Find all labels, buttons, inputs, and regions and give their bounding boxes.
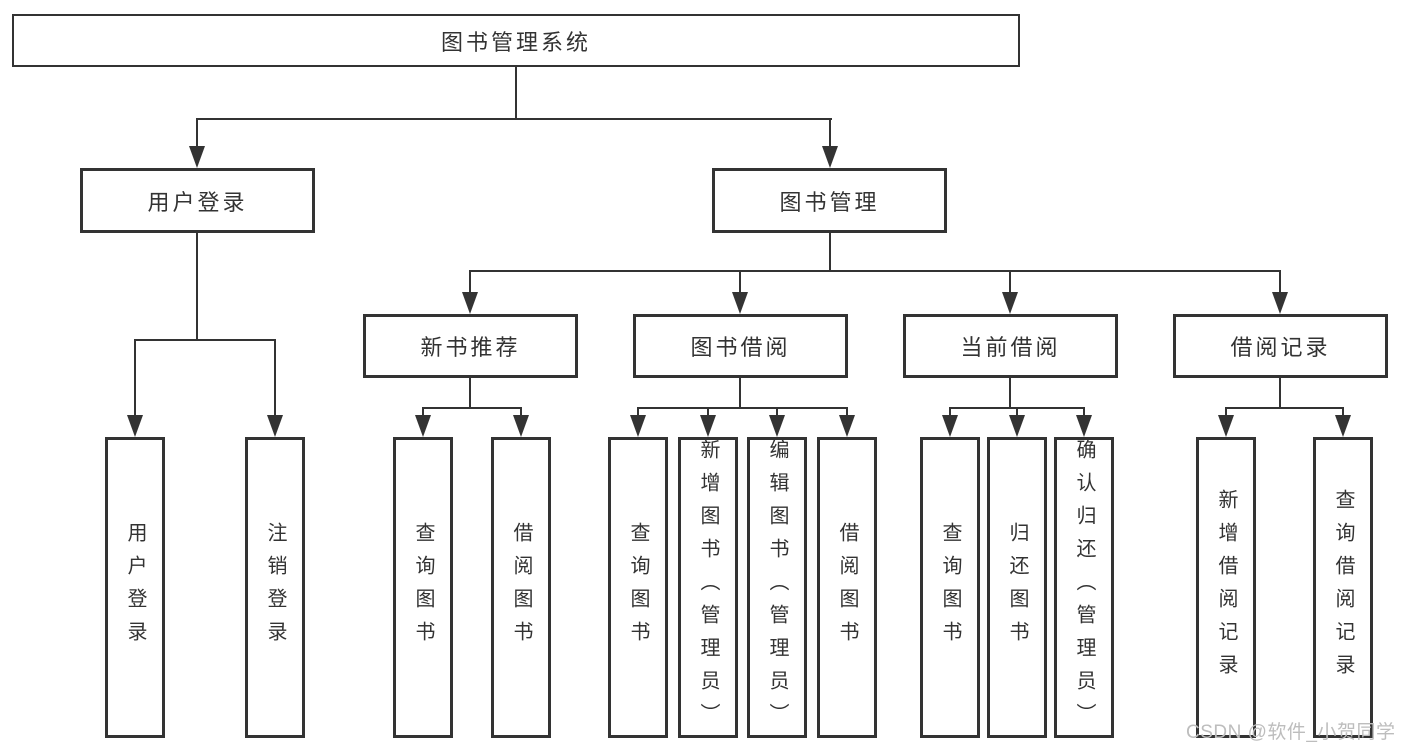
node-library-management-system: 图书管理系统: [12, 14, 1020, 67]
connector-line: [707, 407, 709, 419]
connector-line: [829, 118, 831, 150]
connector-line: [515, 67, 517, 119]
arrowhead-down: [1076, 415, 1092, 437]
leaf-label: 用户登录: [124, 521, 146, 654]
leaf-query-books-borrow: 查询图书: [608, 437, 668, 738]
arrowhead-down: [1335, 415, 1351, 437]
leaf-add-book-admin: 新增图书（管理员）: [678, 437, 738, 738]
connector-line: [469, 270, 1281, 272]
connector-line: [134, 339, 276, 341]
arrowhead-down: [732, 292, 748, 314]
connector-line: [1225, 407, 1227, 419]
arrowhead-down: [127, 415, 143, 437]
connector-line: [637, 407, 639, 419]
arrowhead-down: [462, 292, 478, 314]
arrowhead-down: [822, 146, 838, 168]
arrowhead-down: [1009, 415, 1025, 437]
connector-line: [274, 339, 276, 419]
connector-line: [1279, 270, 1281, 296]
leaf-return-books: 归还图书: [987, 437, 1047, 738]
connector-line: [422, 407, 522, 409]
connector-line: [196, 118, 832, 120]
connector-line: [1342, 407, 1344, 419]
watermark: CSDN @软件_小贺同学: [1186, 722, 1396, 743]
connector-line: [949, 407, 951, 419]
connector-line: [422, 407, 424, 419]
leaf-query-books-current: 查询图书: [920, 437, 980, 738]
arrowhead-down: [1272, 292, 1288, 314]
leaf-confirm-return-admin: 确认归还（管理员）: [1054, 437, 1114, 738]
arrowhead-down: [769, 415, 785, 437]
node-current-borrowing: 当前借阅: [903, 314, 1118, 378]
leaf-user-login: 用户登录: [105, 437, 165, 738]
connector-line: [829, 233, 831, 271]
node-label: 借阅记录: [1230, 335, 1331, 360]
node-book-borrowing: 图书借阅: [633, 314, 848, 378]
arrowhead-down: [415, 415, 431, 437]
connector-line: [1225, 407, 1344, 409]
arrowhead-down: [700, 415, 716, 437]
connector-line: [520, 407, 522, 419]
connector-line: [196, 233, 198, 340]
connector-line: [846, 407, 848, 419]
connector-line: [1016, 407, 1018, 419]
node-label: 用户登录: [147, 189, 248, 215]
leaf-label: 注销登录: [264, 521, 286, 654]
leaf-add-borrow-record: 新增借阅记录: [1196, 437, 1256, 738]
connector-line: [739, 378, 741, 408]
arrowhead-down: [267, 415, 283, 437]
connector-line: [196, 118, 198, 150]
leaf-label: 查询借阅记录: [1332, 488, 1354, 687]
leaf-borrow-books: 借阅图书: [817, 437, 877, 738]
leaf-query-borrow-record: 查询借阅记录: [1313, 437, 1373, 738]
node-borrowing-records: 借阅记录: [1173, 314, 1388, 378]
connector-line: [637, 407, 848, 409]
arrowhead-down: [1002, 292, 1018, 314]
connector-line: [1009, 378, 1011, 408]
node-label: 图书管理系统: [440, 29, 591, 55]
node-user-login: 用户登录: [80, 168, 315, 233]
connector-line: [469, 378, 471, 408]
connector-line: [739, 270, 741, 296]
connector-line: [469, 270, 471, 296]
leaf-label: 借阅图书: [510, 521, 532, 654]
leaf-edit-book-admin: 编辑图书（管理员）: [747, 437, 807, 738]
arrowhead-down: [513, 415, 529, 437]
leaf-label: 新增图书（管理员）: [697, 439, 719, 736]
arrowhead-down: [189, 146, 205, 168]
arrowhead-down: [1218, 415, 1234, 437]
leaf-label: 查询图书: [939, 521, 961, 654]
connector-line: [1083, 407, 1085, 419]
arrowhead-down: [942, 415, 958, 437]
node-label: 当前借阅: [960, 335, 1061, 360]
connector-line: [776, 407, 778, 419]
node-new-book-recommendation: 新书推荐: [363, 314, 578, 378]
leaf-label: 借阅图书: [836, 521, 858, 654]
leaf-label: 新增借阅记录: [1215, 488, 1237, 687]
leaf-label: 编辑图书（管理员）: [766, 439, 788, 736]
leaf-borrow-books-recommend: 借阅图书: [491, 437, 551, 738]
node-book-management: 图书管理: [712, 168, 947, 233]
leaf-label: 确认归还（管理员）: [1073, 439, 1095, 736]
node-label: 新书推荐: [420, 335, 521, 360]
leaf-logout-login: 注销登录: [245, 437, 305, 738]
connector-line: [1279, 378, 1281, 408]
connector-line: [134, 339, 136, 419]
node-label: 图书管理: [779, 189, 880, 215]
arrowhead-down: [839, 415, 855, 437]
leaf-label: 归还图书: [1006, 521, 1028, 654]
leaf-label: 查询图书: [412, 521, 434, 654]
arrowhead-down: [630, 415, 646, 437]
connector-line: [1009, 270, 1011, 296]
leaf-label: 查询图书: [627, 521, 649, 654]
node-label: 图书借阅: [690, 335, 791, 360]
leaf-query-books-recommend: 查询图书: [393, 437, 453, 738]
